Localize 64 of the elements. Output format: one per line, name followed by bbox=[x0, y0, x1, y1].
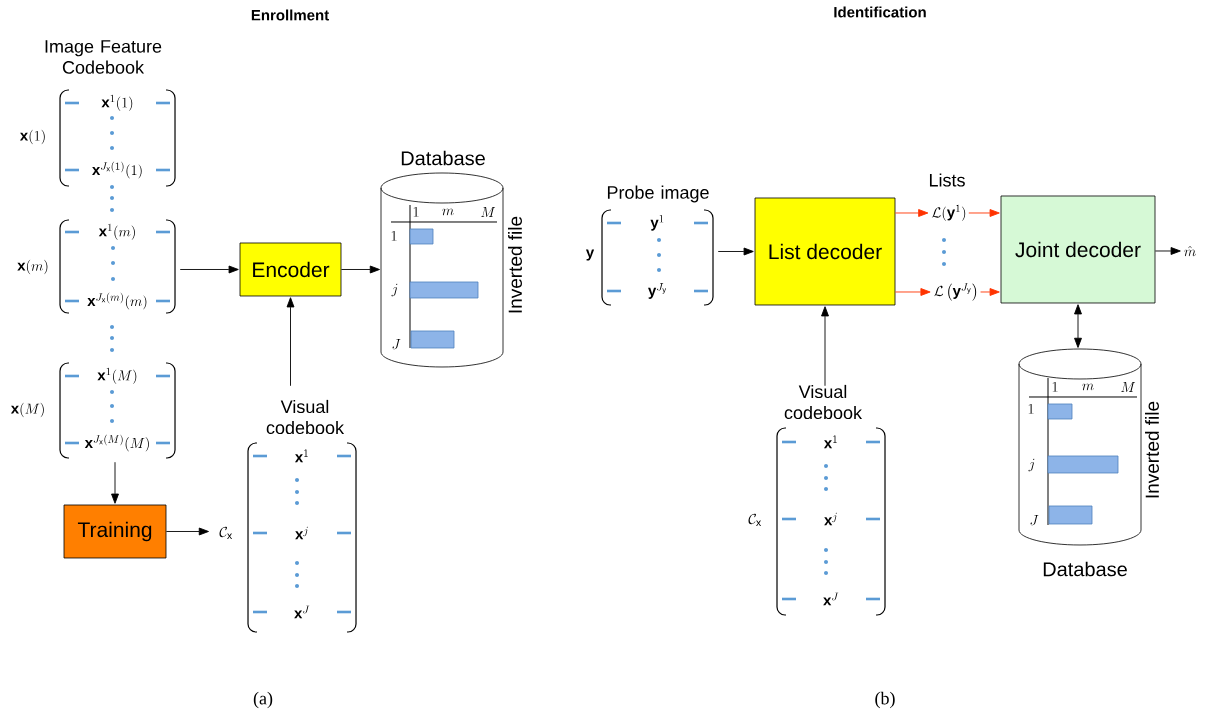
panel-title: Enrollment bbox=[251, 9, 329, 21]
arrow bbox=[980, 288, 1000, 296]
matrix-label: $\mathbf{x}(1)$ bbox=[19, 129, 45, 145]
matrix-entry: $\mathbf{x}^j$ bbox=[295, 526, 308, 540]
process-box: Training bbox=[63, 504, 167, 559]
table-label: $1$ bbox=[1052, 382, 1058, 392]
matrix-entry: $\mathbf{x}^J$ bbox=[823, 592, 839, 606]
panel-caption: (b) bbox=[875, 691, 895, 709]
matrix-label: $\mathbf{x}(M)$ bbox=[10, 402, 44, 418]
table-label: $j$ bbox=[1028, 458, 1035, 472]
arrow bbox=[165, 527, 209, 536]
list-symbol: $\mathcal{L}\left(\mathbf{y}^{J_{\mathrm{y}}}\right)$ bbox=[934, 283, 977, 301]
arrow bbox=[894, 288, 931, 296]
panel-caption: (a) bbox=[253, 691, 273, 709]
process-box: List decoder bbox=[754, 197, 896, 306]
matrix-entry: $\mathbf{y}^1$ bbox=[650, 215, 664, 231]
list-symbol: $\mathcal{L}(\mathbf{y}^1)$ bbox=[931, 204, 966, 221]
table-label: $M$ bbox=[1121, 382, 1136, 392]
matrix-label: $\mathbf{x}(m)$ bbox=[17, 259, 48, 275]
arrow bbox=[1074, 304, 1082, 348]
matrix-entry: $\mathbf{x}^{J_{\mathrm{x}}(M)}(M)$ bbox=[84, 434, 149, 452]
table-label: $1$ bbox=[1028, 404, 1034, 414]
heading: Database bbox=[401, 150, 485, 166]
table-label: $j$ bbox=[391, 283, 398, 297]
table-label: $m$ bbox=[1082, 383, 1094, 391]
process-box: Joint decoder bbox=[1000, 195, 1156, 304]
list-symbol: $\hat{m}$ bbox=[1184, 246, 1196, 257]
arrow bbox=[968, 209, 1000, 217]
axis-title: Inverted file bbox=[508, 216, 522, 313]
arrow bbox=[717, 247, 754, 256]
table-label: $J$ bbox=[392, 339, 401, 350]
panel-title: Identification bbox=[834, 6, 926, 18]
table-label: $1$ bbox=[413, 207, 419, 217]
axis-title: Inverted file bbox=[1145, 401, 1159, 498]
matrix-label: $\mathcal{C}_{\mathrm{x}}$ bbox=[748, 513, 762, 526]
arrow bbox=[821, 306, 829, 387]
arrow bbox=[1154, 247, 1181, 255]
heading: Probe image bbox=[607, 185, 709, 203]
matrix-entry: $\mathbf{x}^1$ bbox=[294, 449, 308, 463]
matrix-label: $\mathbf{y}$ bbox=[585, 249, 595, 261]
table-label: $m$ bbox=[442, 208, 454, 216]
matrix-entry: $\mathbf{x}^j$ bbox=[824, 512, 837, 526]
heading: Database bbox=[1043, 561, 1127, 577]
heading: Visual codebook bbox=[784, 384, 863, 420]
matrix-entry: $\mathbf{x}^1(1)$ bbox=[101, 94, 133, 111]
matrix-label: $\mathcal{C}_{\mathrm{x}}$ bbox=[219, 526, 233, 539]
arrow bbox=[179, 265, 239, 274]
table-label: $M$ bbox=[481, 207, 496, 217]
arrow bbox=[894, 209, 929, 217]
process-box: Encoder bbox=[239, 242, 342, 297]
matrix-entry: $\mathbf{x}^{J_{\mathrm{x}}(m)}(m)$ bbox=[87, 292, 147, 310]
matrix-entry: $\mathbf{y}^{J_{\mathrm{y}}}$ bbox=[648, 283, 667, 299]
table-label: $J$ bbox=[1030, 515, 1039, 526]
arrow bbox=[286, 297, 295, 387]
heading: Visual codebook bbox=[266, 399, 345, 435]
table-label: $1$ bbox=[391, 231, 397, 241]
matrix-entry: $\mathbf{x}^1$ bbox=[823, 435, 837, 449]
matrix-entry: $\mathbf{x}^1(M)$ bbox=[97, 367, 137, 384]
arrow bbox=[340, 265, 380, 274]
matrix-entry: $\mathbf{x}^1(m)$ bbox=[98, 223, 135, 240]
matrix-entry: $\mathbf{x}^{J_{\mathrm{x}}(1)}(1)$ bbox=[92, 161, 142, 179]
heading: Lists bbox=[929, 173, 965, 187]
matrix-entry: $\mathbf{x}^J$ bbox=[294, 605, 310, 619]
arrow bbox=[111, 461, 119, 504]
